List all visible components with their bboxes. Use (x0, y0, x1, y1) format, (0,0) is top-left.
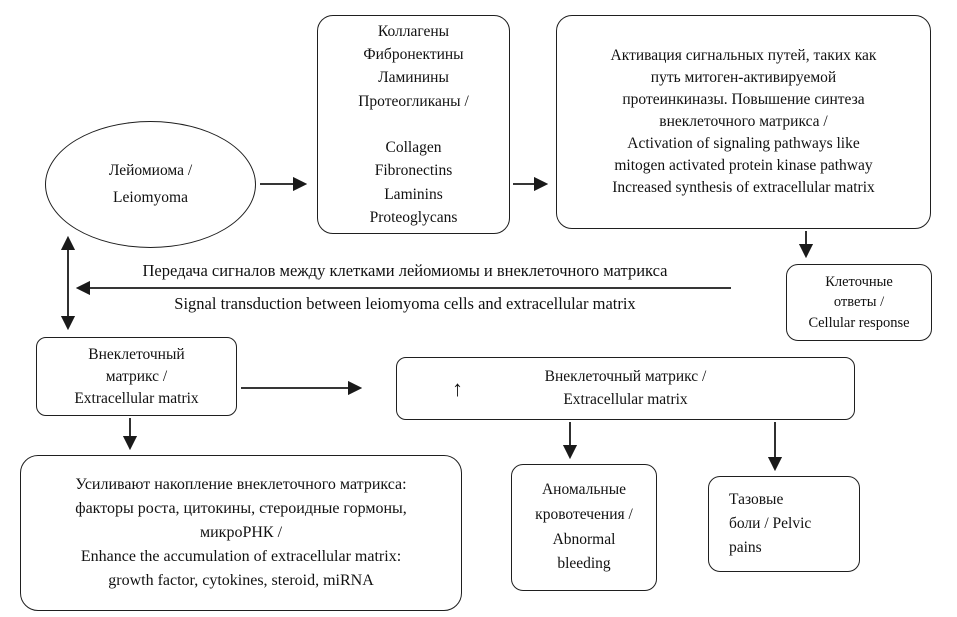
cellular-response-label: Клеточные ответы / Cellular response (808, 274, 910, 331)
pelvic-pains-label: Тазовые боли / Pelvic pains (729, 490, 812, 556)
increased-ecm-node: ↑ Внеклеточный матрикс / Extracellular m… (396, 357, 855, 420)
ecm-label: Внеклеточный матрикс / Extracellular mat… (74, 345, 199, 407)
signaling-activation-label: Активация сигнальных путей, таких как пу… (610, 47, 877, 196)
signal-transduction-label-ru: Передача сигналов между клетками лейомио… (142, 261, 668, 280)
increase-arrow-icon: ↑ (452, 375, 463, 401)
leiomyoma-node: Лейомиома / Leiomyoma (45, 121, 256, 248)
leiomyoma-label: Лейомиома / Leiomyoma (108, 162, 193, 206)
ecm-node: Внеклеточный матрикс / Extracellular mat… (36, 337, 237, 416)
ecm-components-label: Коллагены Фибронектины Ламинины Протеогл… (358, 22, 469, 226)
signaling-activation-node: Активация сигнальных путей, таких как пу… (556, 15, 931, 229)
increased-ecm-label: Внеклеточный матрикс / Extracellular mat… (544, 368, 707, 408)
pelvic-pains-node: Тазовые боли / Pelvic pains (708, 476, 860, 572)
ecm-components-node: Коллагены Фибронектины Ламинины Протеогл… (317, 15, 510, 234)
abnormal-bleeding-label: Аномальные кровотечения / Abnormal bleed… (535, 480, 633, 573)
enhance-accumulation-label: Усиливают накопление внеклеточного матри… (75, 476, 407, 589)
cellular-response-node: Клеточные ответы / Cellular response (786, 264, 932, 341)
abnormal-bleeding-node: Аномальные кровотечения / Abnormal bleed… (511, 464, 657, 591)
enhance-accumulation-node: Усиливают накопление внеклеточного матри… (20, 455, 462, 611)
signal-transduction-label-en: Signal transduction between leiomyoma ce… (174, 294, 636, 313)
